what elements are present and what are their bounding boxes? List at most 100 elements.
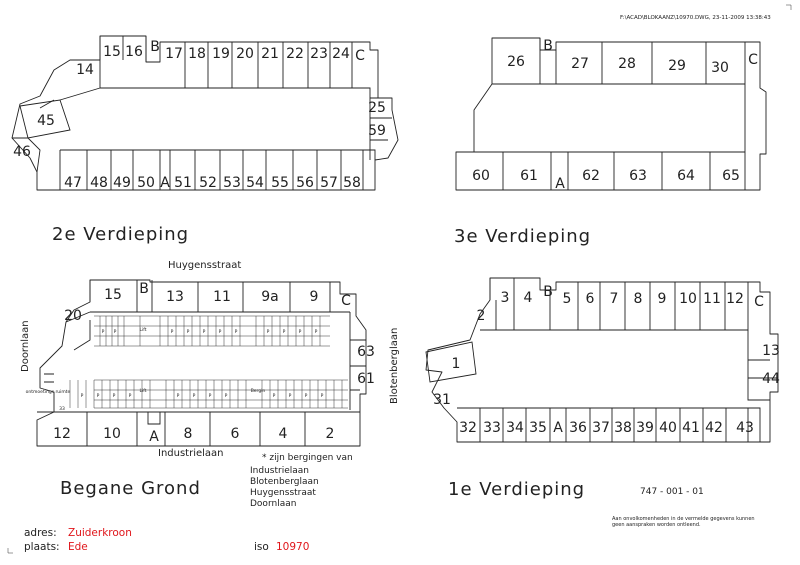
unit-label: 54 (246, 175, 264, 191)
plan-1e-verdieping: 2 3 4 B 5 6 7 8 9 10 11 12 C 32 33 34 35… (425, 277, 780, 500)
unit-label: 58 (343, 175, 361, 191)
unit-label: 15 (104, 287, 122, 303)
disclaimer-line: Aan onvolkomenheden in de vermelde gegev… (612, 516, 755, 522)
plan-begane-grond: P P P P P P P P P P P P P P P P P P P P … (20, 260, 400, 509)
unit-label: 11 (703, 291, 721, 307)
parking-label: P (171, 329, 174, 335)
unit-label: 4 (524, 290, 533, 306)
storage-note-head: * zijn bergingen van (262, 453, 353, 463)
unit-label: 45 (37, 113, 55, 129)
lift-label: Lift (139, 327, 146, 333)
unit-label: 61 (357, 371, 375, 387)
file-header: F:\ACAD\BLOKAANZ\10970.DWG, 23-11-2009 1… (620, 15, 771, 21)
disclaimer-line: geen aanspraken worden ontleend. (612, 522, 701, 528)
plan-title: 2e Verdieping (52, 224, 189, 245)
parking-label: P (129, 393, 132, 399)
unit-label: 9a (261, 289, 279, 305)
unit-label: 7 (610, 291, 619, 307)
unit-label: 32 (459, 420, 477, 436)
stair-label: A (160, 175, 170, 191)
unit-label: 29 (668, 58, 686, 74)
storage-label: Bergin (251, 388, 266, 394)
iso-value: 10970 (276, 541, 309, 553)
unit-label: 22 (286, 46, 304, 62)
unit-label: 19 (212, 46, 230, 62)
unit-label: 51 (174, 175, 192, 191)
storage-note-line: Doornlaan (250, 499, 296, 509)
plan-3e-verdieping: 26 B 27 28 29 30 C 60 61 A 62 63 64 65 3… (454, 37, 767, 247)
unit-label: 23 (310, 46, 328, 62)
unit-label: 8 (184, 426, 193, 442)
street-label-south: Industrielaan (158, 448, 224, 459)
unit-label: 20 (64, 308, 82, 324)
parking-label: P (267, 329, 270, 335)
lift-label: Lift (139, 388, 146, 394)
unit-label: 27 (571, 56, 589, 72)
unit-label: 46 (13, 144, 31, 160)
city-value: Ede (68, 541, 88, 553)
unit-label: 9 (310, 289, 319, 305)
unit-label: 21 (261, 46, 279, 62)
parking-label: P (193, 393, 196, 399)
unit-label: 17 (165, 46, 183, 62)
unit-label: 52 (199, 175, 217, 191)
unit-label: 44 (762, 371, 780, 387)
unit-label: 14 (76, 62, 94, 78)
unit-label: 47 (64, 175, 82, 191)
storage-note-line: Blotenberglaan (250, 477, 319, 487)
parking-label: P (305, 393, 308, 399)
unit-label: 12 (53, 426, 71, 442)
unit-label: 1 (452, 356, 461, 372)
unit-label: 53 (223, 175, 241, 191)
parking-label: P (203, 329, 206, 335)
unit-label: 25 (368, 100, 386, 116)
unit-label: 35 (529, 420, 547, 436)
unit-label: 10 (679, 291, 697, 307)
plan-2e-verdieping: 15 16 B 17 18 19 20 21 22 23 24 C 47 48 … (11, 35, 399, 245)
unit-label: 20 (236, 46, 254, 62)
room-label: ontmoetings ruimte (26, 389, 71, 395)
parking-label: P (219, 329, 222, 335)
parking-label: P (113, 393, 116, 399)
unit-label: 18 (188, 46, 206, 62)
stair-label: A (149, 429, 159, 445)
parking-label: P (235, 329, 238, 335)
parking-label: P (97, 393, 100, 399)
unit-label: 61 (520, 168, 538, 184)
parking-label: P (114, 329, 117, 335)
address-label: adres: (24, 527, 57, 539)
stair-label: C (355, 48, 365, 64)
unit-label: 3 (501, 290, 510, 306)
unit-label: 56 (296, 175, 314, 191)
unit-label: 2 (326, 426, 335, 442)
unit-label: 59 (368, 123, 386, 139)
iso-label: iso (254, 541, 269, 553)
unit-label: 5 (563, 291, 572, 307)
parking-markers: P P P P P P P P P P P P P P P P P P P P … (26, 327, 324, 412)
unit-label: 33 (59, 406, 65, 412)
unit-label: 6 (231, 426, 240, 442)
unit-label: 60 (472, 168, 490, 184)
stair-label: B (139, 281, 149, 297)
parking-label: P (283, 329, 286, 335)
address-value: Zuiderkroon (68, 527, 132, 539)
stair-label: B (150, 39, 160, 55)
unit-label: 42 (705, 420, 723, 436)
corner-mark (7, 548, 13, 554)
street-label-east: Blotenberglaan (389, 328, 400, 404)
parking-label: P (209, 393, 212, 399)
stair-label: C (754, 294, 764, 310)
unit-label: 37 (592, 420, 610, 436)
parking-label: P (289, 393, 292, 399)
street-label-north: Huygensstraat (168, 260, 241, 271)
unit-label: 16 (125, 44, 143, 60)
unit-label: 11 (213, 289, 231, 305)
unit-label: 28 (618, 56, 636, 72)
stair-label: A (553, 420, 563, 436)
unit-label: 50 (137, 175, 155, 191)
unit-label: 43 (736, 420, 754, 436)
unit-label: 10 (103, 426, 121, 442)
parking-label: P (81, 393, 84, 399)
stair-label: B (543, 284, 553, 300)
storage-note-line: Huygensstraat (250, 488, 316, 498)
